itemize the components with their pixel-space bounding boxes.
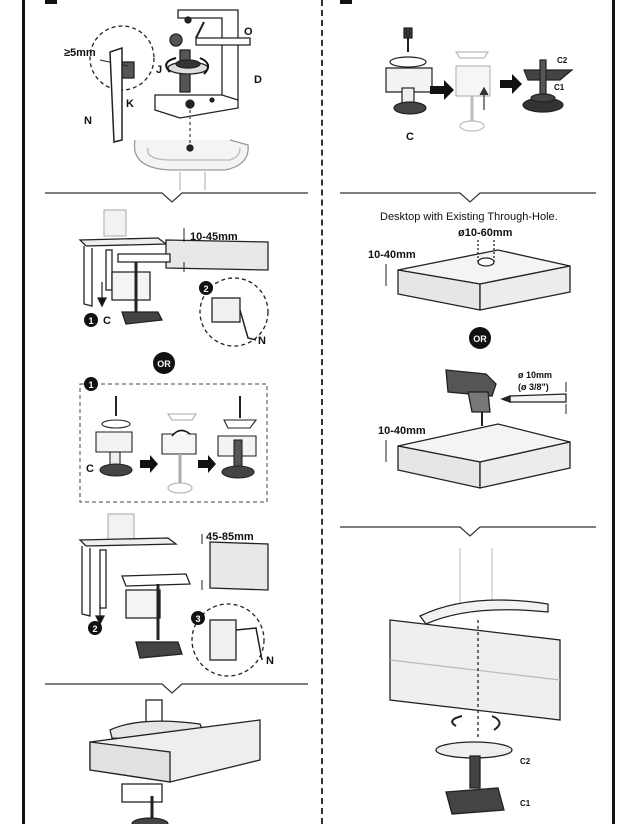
svg-text:1: 1 <box>88 316 93 326</box>
mounted-desk-illustration <box>89 699 261 824</box>
label-c-mid: C <box>103 315 111 327</box>
dim-thick-top: 10-40mm <box>368 249 416 261</box>
label-c-box: C <box>86 463 94 475</box>
dim-drill-3-8: (ø 3/8") <box>518 382 549 392</box>
arrow-alt-b-c <box>198 455 216 473</box>
desk-for-drilling <box>385 423 571 489</box>
desk-with-hole <box>385 240 571 311</box>
alt-steps-box <box>79 383 268 503</box>
label-o: O <box>244 26 253 38</box>
under-desk-mount <box>389 548 561 815</box>
svg-text:OR: OR <box>473 334 487 344</box>
svg-text:OR: OR <box>157 359 171 369</box>
alt-step-a <box>95 396 133 477</box>
label-c-top: C <box>406 131 414 143</box>
clamp-45-85-illustration <box>78 513 269 659</box>
step-badge-cropped-left <box>45 0 57 4</box>
dim-drill-10mm: ø 10mm <box>518 370 552 380</box>
svg-text:2: 2 <box>203 284 208 294</box>
svg-text:3: 3 <box>195 614 200 624</box>
badge-step1-b: 1 <box>84 377 98 391</box>
magnifier-step3 <box>191 603 265 677</box>
badge-step2-b: 2 <box>88 621 102 635</box>
label-n-mid: N <box>258 335 266 347</box>
arrow-alt-a-b <box>140 455 158 473</box>
badge-step1-a: 1 <box>84 313 98 327</box>
section-separator-right-bottom <box>340 526 596 537</box>
label-k: K <box>126 98 134 110</box>
assembly-step-a <box>385 27 433 115</box>
alt-step-b <box>161 413 198 494</box>
label-c2-bottom: C2 <box>520 757 531 766</box>
dim-hole-10-60: ø10-60mm <box>458 227 513 239</box>
label-c1-bottom: C1 <box>520 799 531 808</box>
or-badge-left: OR <box>153 352 175 374</box>
clamp-10-45-illustration <box>78 209 269 325</box>
step-badge-cropped-right <box>340 0 352 4</box>
label-j: J <box>156 64 162 76</box>
label-c2-top: C2 <box>557 56 568 65</box>
label-n-top: N <box>84 115 92 127</box>
clamp-bracket-illustration <box>133 9 251 190</box>
arrow-step-b-c <box>500 74 522 94</box>
dim-45-85: 45-85mm <box>206 531 254 543</box>
svg-text:1: 1 <box>88 380 93 390</box>
section-separator-right-top <box>340 192 596 203</box>
assembly-step-c <box>522 59 574 113</box>
alt-step-c <box>217 396 258 479</box>
dim-thick-bottom: 10-40mm <box>378 425 426 437</box>
label-c1-top: C1 <box>554 83 565 92</box>
magnifier-step2 <box>199 277 269 347</box>
badge-step3: 3 <box>191 611 205 625</box>
allen-key-n <box>109 46 123 143</box>
section-separator-left-top <box>45 192 308 203</box>
svg-text:2: 2 <box>92 624 97 634</box>
arrow-step-a-b <box>430 80 454 100</box>
caption-existing-hole: Desktop with Existing Through-Hole. <box>380 211 558 223</box>
dim-10-45: 10-45mm <box>190 231 238 243</box>
drill-illustration <box>445 369 567 426</box>
label-d: D <box>254 74 262 86</box>
center-dashed-divider <box>321 0 323 824</box>
right-border <box>612 0 615 824</box>
badge-step2-a: 2 <box>199 281 213 295</box>
dim-min-5mm: ≥5mm <box>64 47 96 59</box>
left-border <box>22 0 25 824</box>
label-n-bottom: N <box>266 655 274 667</box>
section-separator-left-bottom <box>45 683 308 694</box>
or-badge-right: OR <box>469 327 491 349</box>
assembly-step-b <box>454 51 491 132</box>
